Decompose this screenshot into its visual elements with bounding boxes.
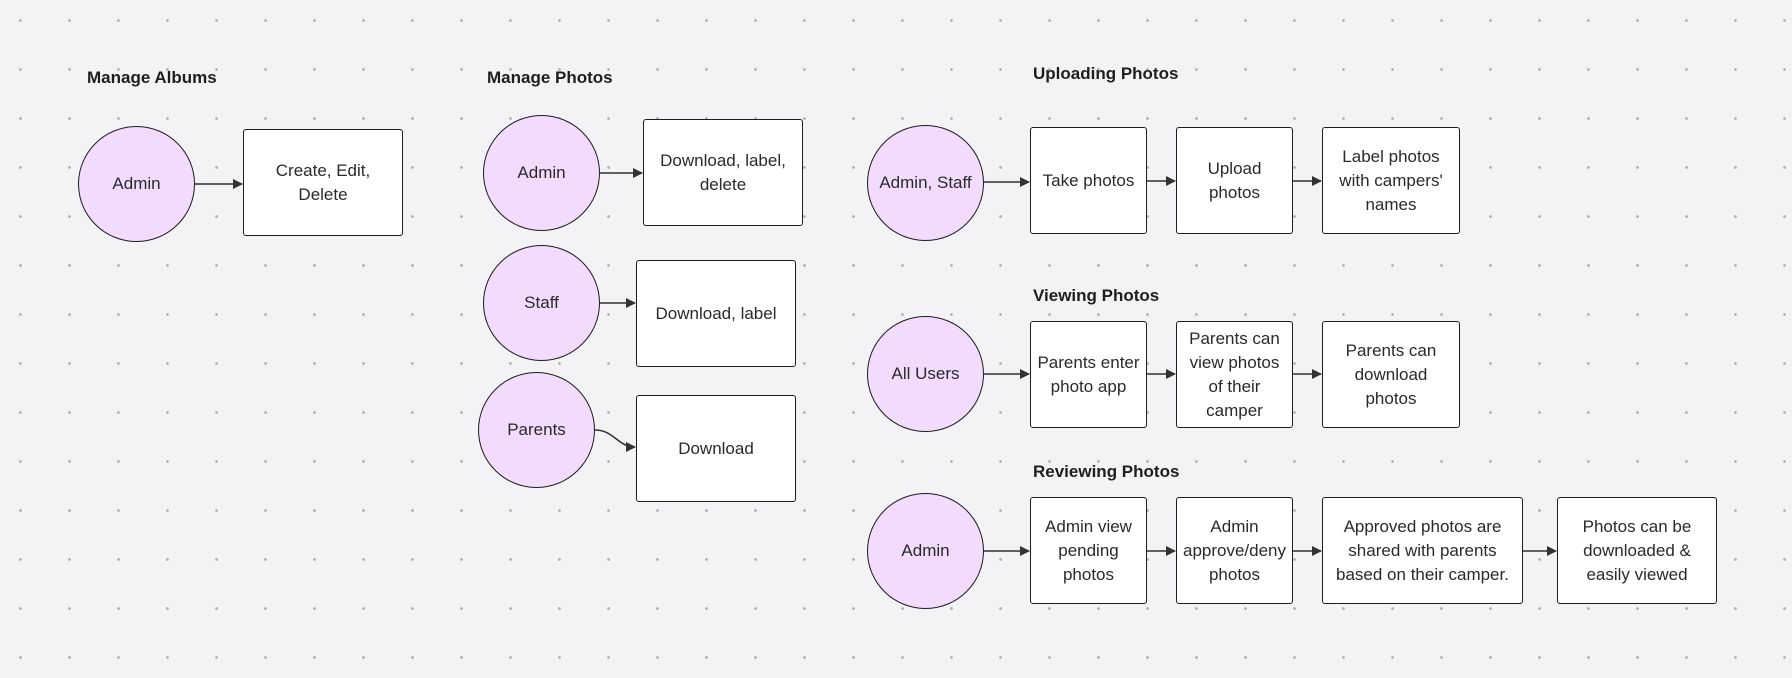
reviewing-actor[interactable]: Admin (867, 493, 984, 609)
viewing-step-3[interactable]: Parents can download photos (1322, 321, 1460, 428)
uploading-step-3[interactable]: Label photos with campers' names (1322, 127, 1460, 234)
photos-admin-actor[interactable]: Admin (483, 115, 600, 231)
manage-albums-title: Manage Albums (87, 68, 217, 87)
albums-admin-actor[interactable]: Admin (78, 126, 195, 242)
photos-parents-actor[interactable]: Parents (478, 372, 595, 488)
reviewing-step-1[interactable]: Admin view pending photos (1030, 497, 1147, 604)
viewing-step-2[interactable]: Parents can view photos of their camper (1176, 321, 1293, 428)
manage-photos-title: Manage Photos (487, 68, 613, 87)
albums-admin-action-box[interactable]: Create, Edit, Delete (243, 129, 403, 236)
uploading-photos-title: Uploading Photos (1033, 64, 1179, 83)
photos-staff-action-box[interactable]: Download, label (636, 260, 796, 367)
viewing-step-1[interactable]: Parents enter photo app (1030, 321, 1147, 428)
viewing-photos-title: Viewing Photos (1033, 286, 1160, 305)
uploading-step-1[interactable]: Take photos (1030, 127, 1147, 234)
arrow-photos-parents-to-action (594, 429, 636, 452)
reviewing-photos-title: Reviewing Photos (1033, 462, 1180, 481)
reviewing-step-4[interactable]: Photos can be downloaded & easily viewed (1557, 497, 1717, 604)
reviewing-step-2[interactable]: Admin approve/deny photos (1176, 497, 1293, 604)
uploading-step-2[interactable]: Upload photos (1176, 127, 1293, 234)
photos-staff-actor[interactable]: Staff (483, 245, 600, 361)
viewing-actor[interactable]: All Users (867, 316, 984, 432)
uploading-actor[interactable]: Admin, Staff (867, 125, 984, 241)
photos-parents-action-box[interactable]: Download (636, 395, 796, 502)
reviewing-step-3[interactable]: Approved photos are shared with parents … (1322, 497, 1523, 604)
photos-admin-action-box[interactable]: Download, label, delete (643, 119, 803, 226)
